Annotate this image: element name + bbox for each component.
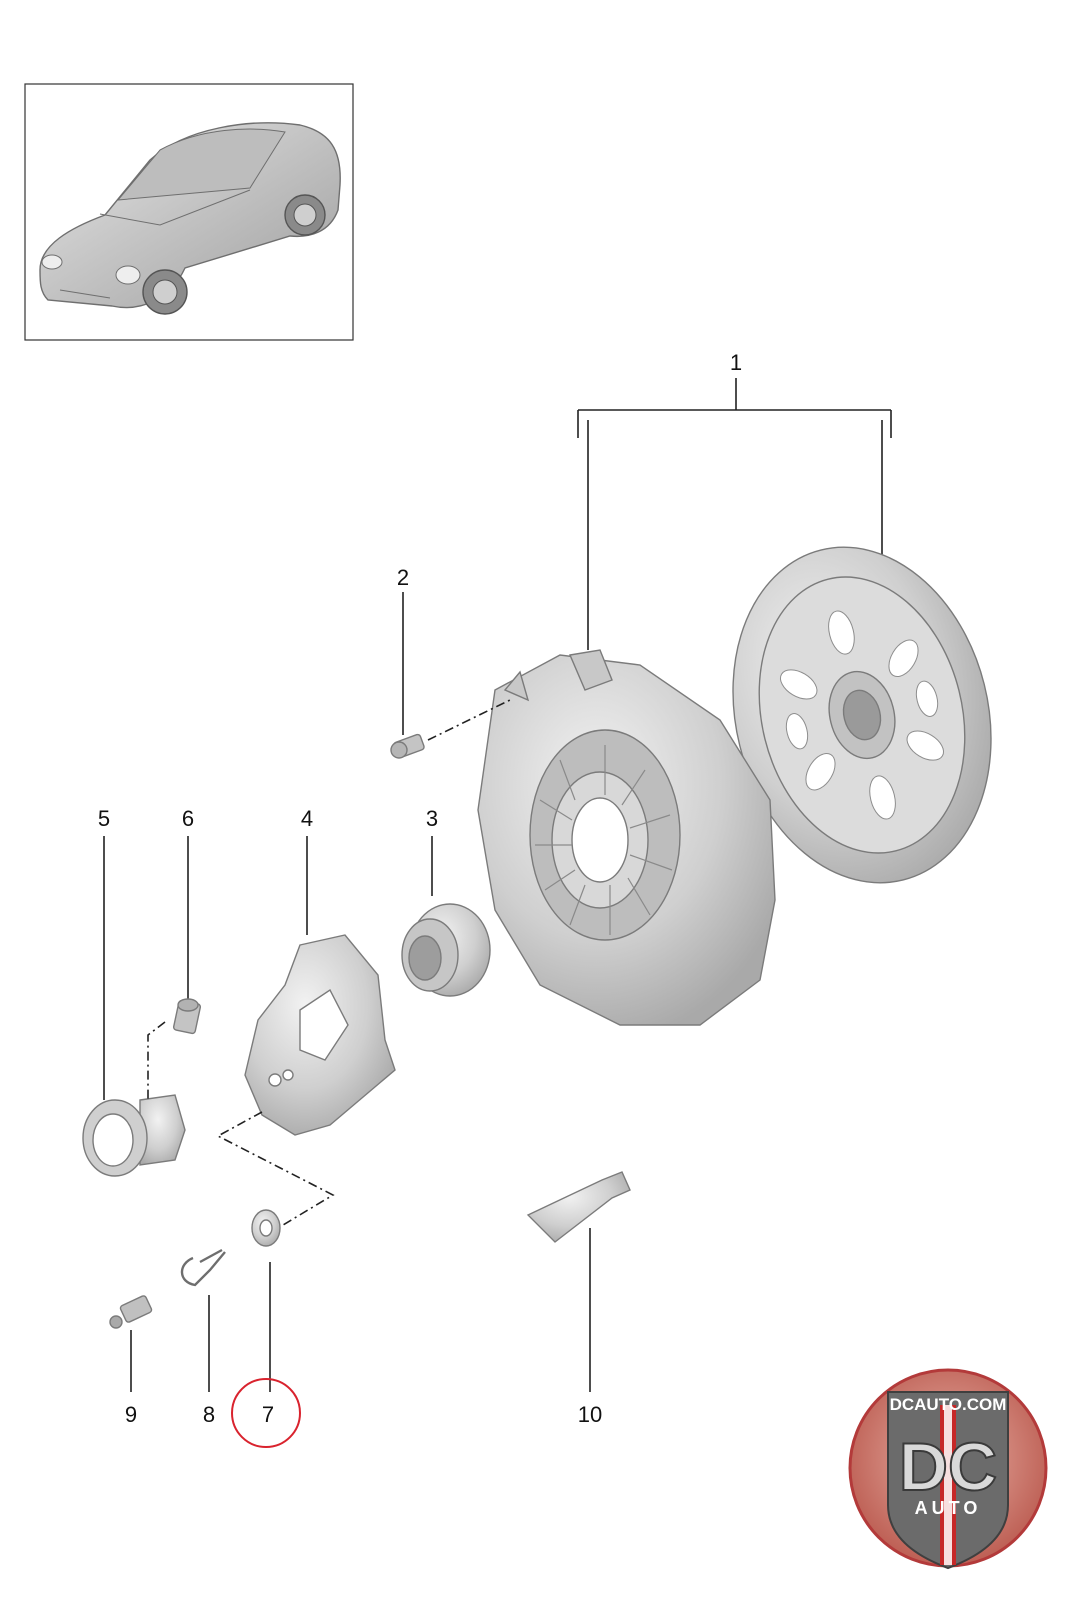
screw-6	[147, 836, 202, 1100]
callout-4: 4	[301, 806, 313, 831]
callout-2: 2	[397, 565, 409, 590]
bleeder-valve-9	[109, 1295, 153, 1392]
slave-cylinder-5	[82, 836, 186, 1177]
car-illustration	[39, 122, 341, 315]
logo-main-text: DC	[899, 1429, 997, 1505]
logo-top-text: DCAUTO.COM	[890, 1395, 1007, 1414]
grease-tube-10	[526, 1171, 631, 1392]
clip-8	[180, 1248, 226, 1392]
callout-1: 1	[730, 350, 742, 375]
callout-8: 8	[203, 1402, 215, 1427]
release-lever-4	[244, 836, 396, 1136]
release-bearing-3	[401, 836, 491, 997]
callout-6: 6	[182, 806, 194, 831]
logo-sub-text: AUTO	[915, 1498, 982, 1518]
pressure-plate	[477, 649, 776, 1026]
vehicle-thumbnail	[24, 83, 354, 341]
callout-10: 10	[578, 1402, 602, 1427]
washer-7	[251, 1209, 281, 1392]
clutch-disc	[732, 546, 992, 884]
highlight-circle	[231, 1378, 301, 1448]
callout-9: 9	[125, 1402, 137, 1427]
assembly-line-7	[216, 1111, 335, 1229]
callout-1-bracket	[577, 378, 892, 650]
bolt-2	[390, 592, 511, 759]
dcauto-logo: DCAUTO.COM DC AUTO	[848, 1368, 1048, 1570]
callout-3: 3	[426, 806, 438, 831]
callout-7: 7	[262, 1402, 274, 1427]
callout-5: 5	[98, 806, 110, 831]
